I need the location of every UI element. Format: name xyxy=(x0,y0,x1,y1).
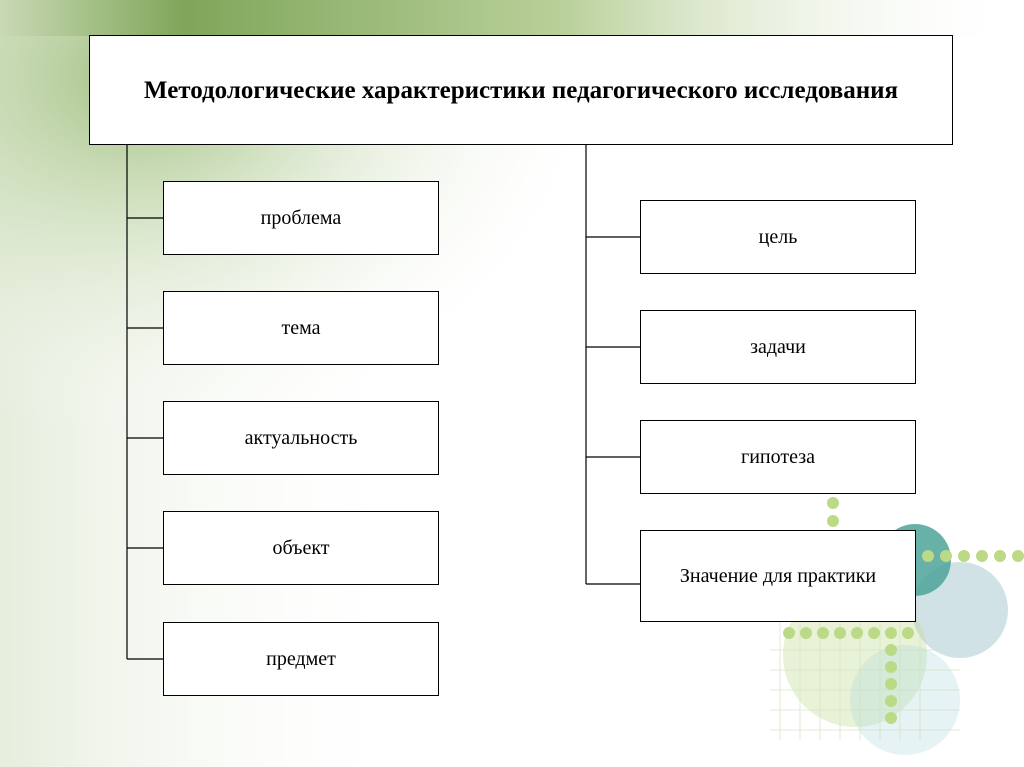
diagram-title: Методологические характеристики педагоги… xyxy=(89,35,953,145)
node-problem: проблема xyxy=(163,181,439,255)
node-subject: предмет xyxy=(163,622,439,696)
node-tasks: задачи xyxy=(640,310,916,384)
node-goal: цель xyxy=(640,200,916,274)
node-relevance: актуальность xyxy=(163,401,439,475)
node-hypothesis: гипотеза xyxy=(640,420,916,494)
node-object: объект xyxy=(163,511,439,585)
node-topic: тема xyxy=(163,291,439,365)
node-practical-significance: Значение для практики xyxy=(640,530,916,622)
